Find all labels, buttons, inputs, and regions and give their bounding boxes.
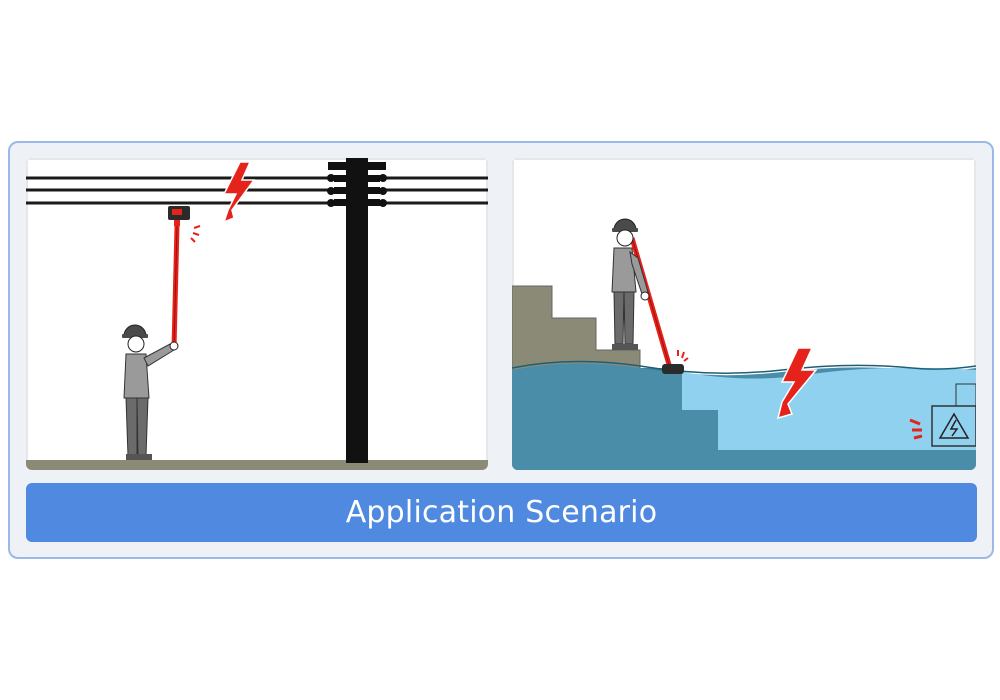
utility-pole-icon (327, 158, 387, 463)
worker-figure (122, 324, 179, 460)
lightning-bolt-icon (776, 347, 818, 420)
power-lines (26, 176, 488, 205)
flooded-area-illustration (512, 158, 976, 470)
ground (26, 460, 488, 470)
panel-overhead-lines (26, 158, 488, 470)
water-light (682, 367, 976, 450)
worker-figure (611, 218, 650, 350)
caption-title: Application Scenario (345, 495, 658, 530)
overhead-lines-illustration (26, 158, 488, 470)
caption-bar: Application Scenario (26, 483, 977, 542)
high-voltage-box-icon (909, 383, 976, 447)
lightning-bolt-icon (222, 161, 256, 224)
panel-flooded-area (512, 158, 976, 470)
detector-pole-icon (168, 206, 201, 349)
